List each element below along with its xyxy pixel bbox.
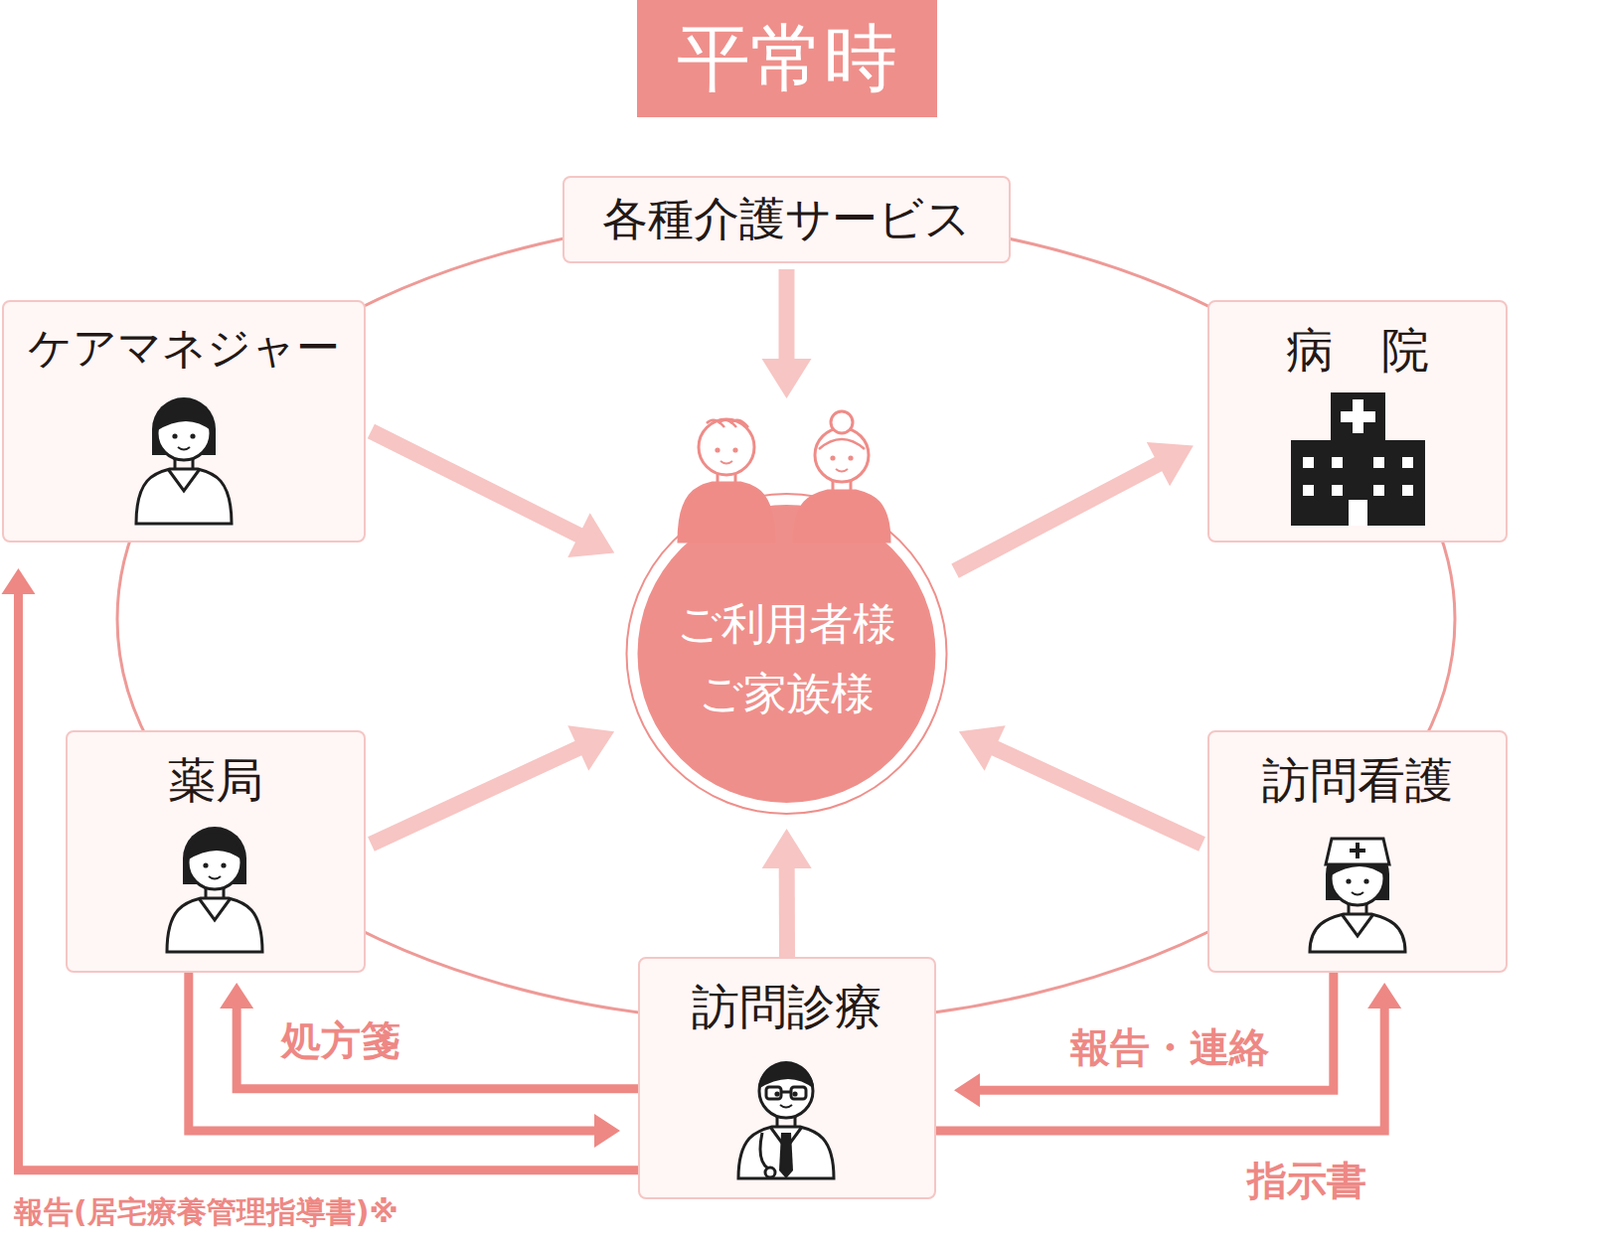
hospital-icon [1290, 392, 1426, 526]
elderly-woman-icon [794, 411, 890, 542]
arrowhead [954, 1073, 980, 1108]
connector-arrow [0, 568, 639, 1171]
connector-line [236, 1003, 639, 1090]
doctor-icon [738, 1061, 834, 1179]
connector-line [370, 431, 586, 539]
connector-arrow [370, 431, 615, 558]
title-banner: 平常時 [637, 0, 938, 118]
connector-line [955, 460, 1165, 571]
connector-arrow [954, 972, 1334, 1108]
connector-line [936, 1003, 1385, 1131]
connector-arrow [219, 982, 639, 1090]
connector-line [974, 972, 1334, 1091]
connector-arrow [370, 725, 615, 844]
nurse-icon [1309, 838, 1406, 953]
connector-arrow [762, 828, 812, 958]
care-manager-icon [136, 397, 232, 524]
arrowhead [762, 828, 812, 869]
service-box: 各種介護サービス [562, 175, 1011, 264]
node-heading: 病 院 [1209, 321, 1506, 380]
edge-label: 処方箋 [277, 1016, 405, 1065]
edge-label: 指示書 [1243, 1156, 1371, 1205]
connector-line [188, 972, 600, 1131]
node-heading: 各種介護サービス [602, 191, 971, 247]
circle-ring [627, 493, 948, 814]
connector-line [17, 589, 639, 1171]
arrowhead [219, 982, 254, 1009]
circle-text-wrap: ご利用者様ご家族様 [625, 589, 949, 729]
arrowhead [762, 358, 812, 399]
edge-label: 報告・連絡 [1066, 1023, 1274, 1072]
connector-line [779, 860, 796, 958]
title-text: 平常時 [676, 17, 898, 99]
connector-arrow [936, 982, 1402, 1131]
arrowhead [0, 568, 35, 595]
connector-line [779, 269, 796, 367]
arrowhead [594, 1114, 621, 1148]
arrowhead [567, 512, 615, 558]
connector-arrow [959, 725, 1203, 844]
circle-fill [638, 504, 937, 803]
connector-line [370, 745, 586, 845]
arrowhead [567, 725, 615, 771]
node-heading: 訪問診療 [640, 978, 935, 1037]
edge-label: 報告(居宅療養管理指導書)※ [9, 1194, 403, 1231]
arrowhead [1367, 982, 1402, 1009]
pharmacist-icon [166, 826, 263, 953]
connector-line [987, 745, 1203, 845]
connector-arrow [762, 269, 812, 399]
node-text: ご家族様 [625, 658, 949, 729]
connector-arrow [955, 442, 1194, 572]
node-heading: 薬局 [67, 752, 364, 810]
elderly-man-icon [678, 419, 775, 542]
node-heading: 訪問看護 [1209, 752, 1506, 810]
arrowhead [1146, 442, 1194, 486]
arrowhead [959, 725, 1006, 771]
node-heading: ケアマネジャー [3, 321, 364, 375]
user-family-circle: ご利用者様ご家族様 [625, 406, 949, 817]
connector-arrow [188, 972, 621, 1148]
node-heading: ご利用者様 [625, 589, 949, 659]
